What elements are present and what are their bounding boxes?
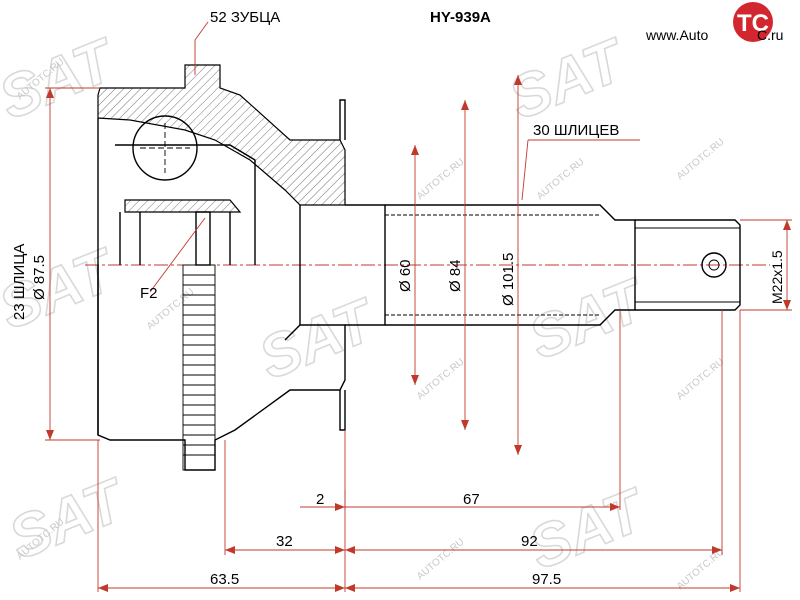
d60-label: Ø 60 xyxy=(397,259,414,292)
diameter-inner-label: Ø 87.5 xyxy=(31,255,48,300)
cage-top xyxy=(115,144,256,265)
thread-label: M22x1.5 xyxy=(769,250,785,304)
inner-race-section xyxy=(124,199,242,213)
watermark-brand: SAT xyxy=(520,475,656,582)
brand-logo: www.Auto TC C.ru xyxy=(645,2,783,43)
dim-63-label: 63.5 xyxy=(210,571,239,588)
watermark-brand: SAT xyxy=(250,285,386,392)
cotter-hole-icon xyxy=(701,252,727,278)
housing-section-top xyxy=(97,64,346,206)
watermark-site: AUTOTC.RU xyxy=(535,156,587,202)
dim-2-label: 2 xyxy=(316,491,324,508)
watermark-site: AUTOTC.RU xyxy=(675,546,727,592)
brand-url-prefix: www.Auto xyxy=(645,27,708,43)
flange-step xyxy=(299,99,346,325)
dim-32-label: 32 xyxy=(276,533,293,550)
teeth-label: 52 ЗУБЦА xyxy=(210,9,280,26)
joint-housing xyxy=(97,64,346,471)
stub-shaft xyxy=(345,204,741,326)
watermark-site: AUTOTC.RU xyxy=(415,536,467,582)
dimension-lines xyxy=(45,21,792,592)
d84-label: Ø 84 xyxy=(447,259,464,292)
d101-label: Ø 101.5 xyxy=(500,253,517,306)
brand-url-suffix: C.ru xyxy=(757,27,783,43)
housing-outline-bottom xyxy=(97,118,346,471)
dim-97-label: 97.5 xyxy=(532,571,561,588)
watermark-site: AUTOTC.RU xyxy=(415,356,467,402)
flange-step-bottom xyxy=(339,390,346,431)
f2-label: F2 xyxy=(140,285,158,302)
part-number: HY-939A xyxy=(430,9,491,26)
watermark-site: AUTOTC.RU xyxy=(675,356,727,402)
ball-icon xyxy=(132,115,198,181)
splines-inner-label: 23 ШЛИЦА xyxy=(11,244,28,320)
circlip xyxy=(195,211,211,266)
watermark-site: AUTOTC.RU xyxy=(675,136,727,182)
watermark-site: AUTOTC.RU xyxy=(415,156,467,202)
logo-circle-icon xyxy=(733,2,773,42)
brand-logo-text: TC xyxy=(737,10,769,37)
watermark-brand: SAT xyxy=(500,25,636,132)
dim-67-label: 67 xyxy=(463,491,480,508)
splines-outer-label: 30 ШЛИЦЕВ xyxy=(533,122,619,139)
dim-92-label: 92 xyxy=(521,533,538,550)
threaded-end xyxy=(635,219,741,311)
inner-race-lines xyxy=(119,212,231,265)
